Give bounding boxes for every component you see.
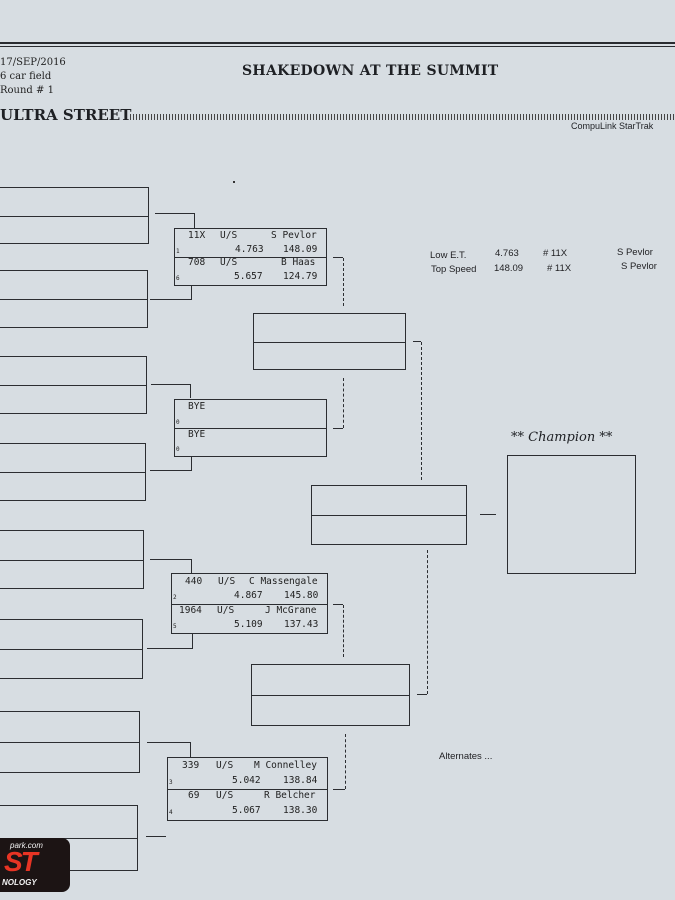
- connector: [191, 559, 192, 573]
- logo-subtext: NOLOGY: [2, 878, 37, 887]
- connector: [146, 836, 166, 837]
- racer-slot: BYE 0: [176, 429, 206, 453]
- connector: [150, 470, 192, 471]
- left-empty-box-5: [0, 530, 144, 589]
- connector: [150, 299, 192, 300]
- connector: [147, 742, 191, 743]
- top-speed-driver: S Pevlor: [621, 261, 657, 272]
- champion-box: [507, 455, 636, 574]
- round-number: Round # 1: [0, 85, 54, 96]
- racer-slot: 69 U/S R Belcher 4 5.067 138.30: [169, 790, 318, 816]
- connector: [480, 514, 496, 515]
- stray-dot: [233, 181, 235, 183]
- left-empty-box-2: [0, 270, 148, 328]
- alternates-label: Alternates ...: [439, 751, 493, 762]
- champion-label: ** Champion **: [511, 430, 613, 445]
- logo-url: park.com: [10, 841, 43, 850]
- class-name-hatch: [130, 114, 675, 120]
- connector: [413, 341, 421, 342]
- dashed-connector: [345, 734, 346, 789]
- dashed-connector: [421, 342, 422, 480]
- low-et-value: 4.763: [495, 248, 519, 259]
- connector: [150, 559, 192, 560]
- connector: [151, 384, 191, 385]
- dashed-connector: [343, 605, 344, 657]
- round1-matchup-4: 339 U/S M Connelley 3 5.042 138.84 69 U/…: [167, 757, 328, 821]
- top-speed-label: Top Speed: [431, 264, 477, 275]
- header-top-rule-thin: [0, 46, 675, 47]
- round1-matchup-2: BYE 0 BYE 0: [174, 399, 327, 457]
- round1-matchup-3: 440 U/S C Massengale 2 4.867 145.80 1964…: [171, 573, 328, 634]
- connector: [191, 457, 192, 471]
- racer-slot: 440 U/S C Massengale 2 4.867 145.80: [172, 574, 327, 605]
- round2-matchup-2: [251, 664, 410, 726]
- racer-slot: 339 U/S M Connelley 3 5.042 138.84: [168, 758, 327, 790]
- connector: [417, 694, 427, 695]
- connector: [194, 213, 195, 228]
- low-et-car: # 11X: [543, 248, 568, 259]
- left-empty-box-1: [0, 187, 149, 244]
- racer-slot: 11X U/S S Pevlor 1 4.763 148.09: [175, 229, 326, 258]
- connector: [190, 742, 191, 757]
- top-speed-car: # 11X: [547, 263, 572, 274]
- header-top-rule: [0, 42, 675, 44]
- event-title: SHAKEDOWN AT THE SUMMIT: [242, 63, 499, 79]
- connector: [191, 285, 192, 300]
- left-empty-box-6: [0, 619, 143, 679]
- connector: [333, 257, 343, 258]
- round1-matchup-1: 11X U/S S Pevlor 1 4.763 148.09 708 U/S …: [174, 228, 327, 286]
- field-size: 6 car field: [0, 71, 52, 82]
- connector: [333, 604, 343, 605]
- round2-matchup-1: [253, 313, 406, 370]
- low-et-driver: S Pevlor: [617, 247, 653, 258]
- event-date: 17/SEP/2016: [0, 57, 66, 68]
- top-speed-value: 148.09: [494, 263, 524, 274]
- racer-slot: 708 U/S B Haas 6 5.657 124.79: [176, 257, 318, 282]
- left-empty-box-4: [0, 443, 146, 501]
- class-name: ULTRA STREET: [0, 106, 132, 124]
- dashed-connector: [343, 258, 344, 306]
- dashed-connector: [343, 378, 344, 428]
- software-credit: CompuLink StarTrak: [571, 121, 654, 131]
- racer-slot: 1964 U/S J McGrane 5 5.109 137.43: [173, 604, 319, 630]
- left-empty-box-7: [0, 711, 140, 773]
- sponsor-logo: park.com ST NOLOGY: [0, 838, 70, 892]
- dashed-connector: [427, 550, 428, 694]
- left-empty-box-3: [0, 356, 147, 414]
- connector: [190, 384, 191, 398]
- connector: [155, 213, 195, 214]
- connector: [147, 648, 193, 649]
- racer-slot: BYE 0: [175, 400, 326, 429]
- connector: [333, 789, 345, 790]
- connector: [192, 634, 193, 649]
- logo-letters: ST: [4, 846, 38, 877]
- low-et-label: Low E.T.: [430, 250, 467, 261]
- final-matchup: [311, 485, 467, 545]
- connector: [333, 428, 343, 429]
